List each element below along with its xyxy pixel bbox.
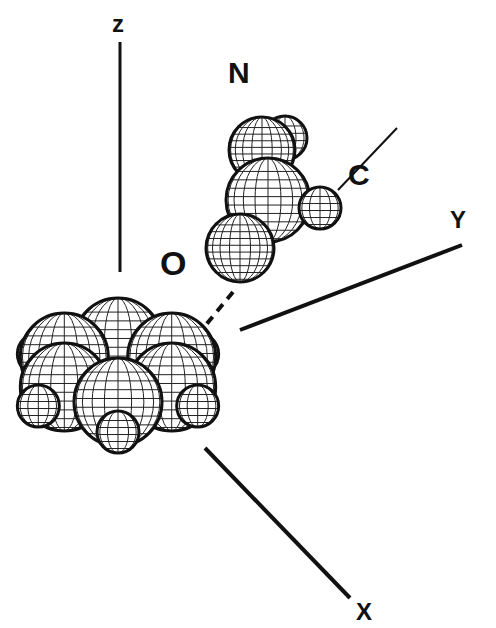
- c-axis-line: [338, 128, 397, 190]
- axis-or-atom-label: X: [356, 600, 372, 624]
- axis-or-atom-label: O: [160, 246, 186, 280]
- atom-sphere: [299, 187, 341, 229]
- axis-or-atom-label: z: [112, 12, 124, 36]
- x-axis: [205, 448, 350, 598]
- atom-sphere: [206, 214, 274, 282]
- atom-sphere: [17, 385, 59, 427]
- axis-or-atom-label: N: [228, 58, 250, 88]
- axis-or-atom-label: C: [348, 160, 370, 190]
- axis-or-atom-label: Y: [450, 208, 466, 232]
- atom-sphere: [97, 411, 139, 453]
- z-axis: [119, 42, 122, 272]
- atom-sphere: [177, 385, 219, 427]
